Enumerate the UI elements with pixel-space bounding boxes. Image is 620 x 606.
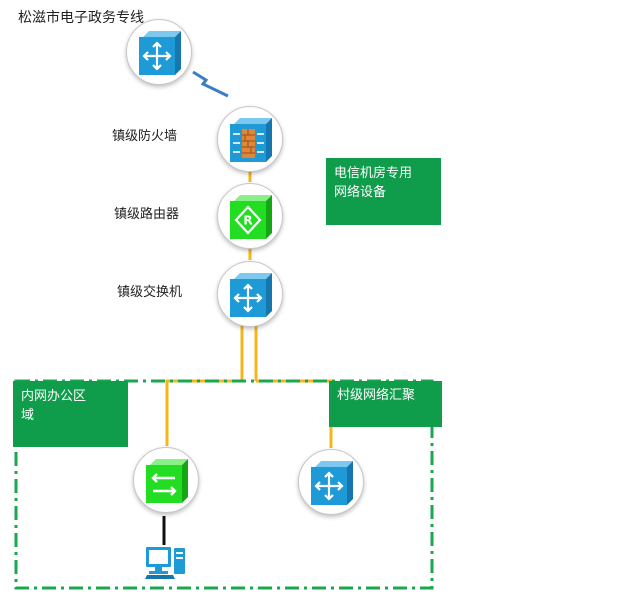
office-bridge-node [133,447,199,513]
egov-switch-node [126,19,192,85]
router-label: 镇级路由器 [114,207,180,222]
intranet-zone-box: 内网办公区 域 [13,381,128,447]
telecom-room-line2: 网络设备 [334,185,387,200]
switch-icon [311,461,353,505]
bridge-icon [146,459,188,503]
intranet-zone-line2: 域 [21,408,35,423]
switch-icon [139,31,181,75]
switch-icon [230,273,272,317]
firewall-icon [230,118,272,162]
serial-link [192,70,229,98]
intranet-zone-line1: 内网办公区 [21,389,87,404]
telecom-room-box: 电信机房专用 网络设备 [326,158,441,225]
computer-icon [145,547,185,579]
telecom-room-line1: 电信机房专用 [334,166,413,181]
village-aggregation-box: 村级网络汇聚 [329,381,442,427]
village-aggregation-label: 村级网络汇聚 [337,388,416,403]
intranet-zone-border [14,379,434,590]
diagram-title: 松滋市电子政务专线 [18,10,144,26]
router-node: R [217,183,283,249]
village-switch-node [298,449,364,515]
link-to-village [256,379,333,448]
svg-text:R: R [243,214,252,228]
firewall-node [217,106,283,172]
router-icon: R [230,195,272,239]
switch-label: 镇级交换机 [117,285,183,300]
town-switch-node [217,261,283,327]
firewall-label: 镇级防火墙 [112,129,178,144]
link-to-bridge [165,379,242,446]
